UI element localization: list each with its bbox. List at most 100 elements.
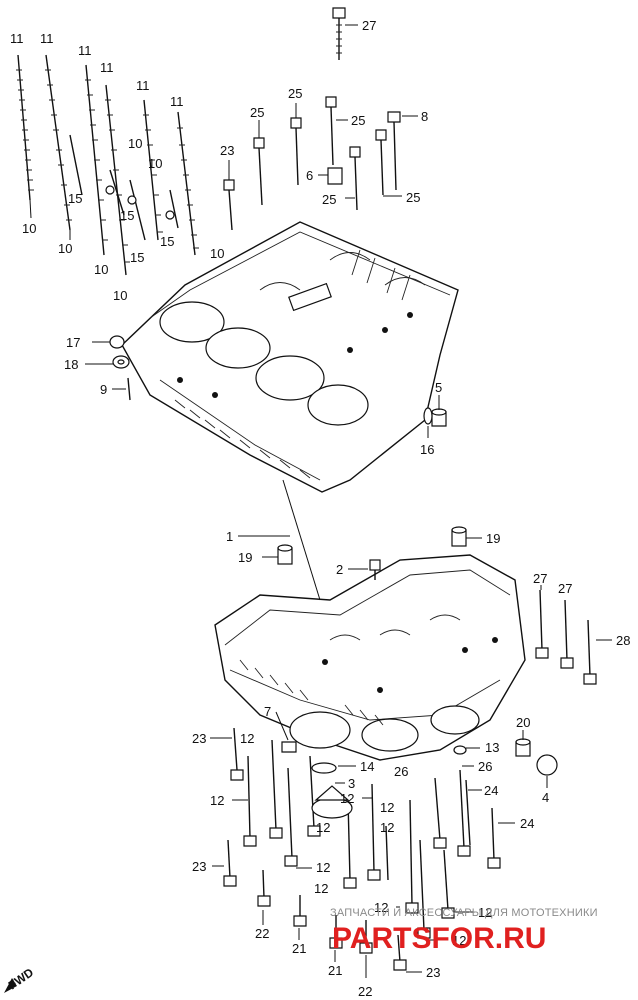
callout-25-b: 25: [351, 113, 365, 128]
callout-12-i: 12: [478, 905, 492, 920]
callout-15-a: 15: [68, 191, 82, 206]
callout-1: 1: [226, 529, 233, 544]
callout-5: 5: [435, 380, 442, 395]
callout-9: 9: [100, 382, 107, 397]
bolt-25-c: [345, 146, 361, 211]
bolt-26-b: [457, 765, 474, 857]
bolt-28: [583, 619, 612, 685]
callout-21-b: 21: [328, 963, 342, 978]
bolt-23-b: [212, 839, 237, 887]
bolt-22-b: [359, 920, 373, 978]
callout-12-a: 12: [240, 731, 254, 746]
bolt-8: [387, 111, 418, 191]
upper-crankcase: [121, 221, 459, 493]
bolt-22-a: [257, 869, 271, 925]
part-14-oring: [311, 762, 356, 774]
callout-27-a: 27: [533, 571, 547, 586]
stud-11-d: [105, 84, 130, 276]
callout-12-f: 12: [316, 860, 330, 875]
washer-6: [318, 167, 343, 185]
bolt-27-top: [332, 7, 358, 60]
callout-12-k: 12: [380, 820, 394, 835]
callout-25-a: 25: [288, 86, 302, 101]
stud-11-b: [45, 54, 72, 240]
part-17-cap: [92, 335, 125, 349]
callout-12-e: 12: [316, 820, 330, 835]
callout-2: 2: [336, 562, 343, 577]
dowel-19-right: [451, 526, 482, 547]
bolt-27-a: [535, 585, 549, 659]
stud-11-c: [85, 64, 108, 256]
callout-27-top: 27: [362, 18, 376, 33]
callout-26-a: 26: [394, 764, 408, 779]
bolt-27-b: [560, 599, 574, 669]
callout-10-b: 10: [58, 241, 72, 256]
part-5-collar: [431, 395, 447, 427]
bolt-26-a: [433, 777, 447, 849]
bolt-25-e: [253, 120, 265, 206]
part-4-cap: [536, 754, 558, 788]
callout-21-a: 21: [292, 941, 306, 956]
callout-11-b: 11: [40, 31, 54, 46]
bolt-24-a: [465, 779, 482, 846]
callout-13: 13: [485, 740, 499, 755]
callout-19-a: 19: [238, 550, 252, 565]
part-2-screw: [348, 559, 381, 580]
callout-17: 17: [66, 335, 80, 350]
bolt-12-g: [385, 825, 389, 881]
callout-25-e: 25: [406, 190, 420, 205]
part-7-bracket: [275, 711, 297, 753]
dowel-19-left: [262, 544, 293, 565]
callout-23-top: 23: [220, 143, 234, 158]
callout-10-d: 10: [113, 288, 127, 303]
callout-25-c: 25: [250, 105, 264, 120]
bolt-12-c: [284, 767, 312, 869]
callout-4: 4: [542, 790, 549, 805]
bolt-12-d: [307, 755, 321, 837]
callout-25-d: 25: [322, 192, 336, 207]
watermark-caption: ЗАПЧАСТИ И АКСЕССУАРЫ ДЛЯ МОТОТЕХНИКИ: [330, 907, 598, 919]
stud-11-a: [16, 54, 34, 219]
callout-23-b: 23: [192, 859, 206, 874]
bolt-12-b: [269, 739, 283, 839]
callout-22-a: 22: [255, 926, 269, 941]
callout-11-d: 11: [100, 60, 114, 75]
callout-14: 14: [360, 759, 374, 774]
callout-19-b: 19: [486, 531, 500, 546]
callout-18: 18: [64, 357, 78, 372]
callout-24-b: 24: [520, 816, 534, 831]
bolt-25-d: [375, 129, 402, 197]
callout-10-g: 10: [210, 246, 224, 261]
bolt-12-h: [396, 799, 419, 914]
callout-12-d: 12: [380, 800, 394, 815]
part-18-washer: [85, 355, 130, 369]
callout-28: 28: [616, 633, 630, 648]
part-9-pin: [112, 377, 131, 401]
callout-11-c: 11: [78, 43, 92, 58]
part-16-oring: [423, 407, 433, 438]
stud-11-f: [177, 111, 199, 256]
callout-10-e: 10: [128, 136, 142, 151]
part-13-washer: [453, 745, 480, 755]
bolt-21-a: [293, 895, 307, 940]
bolt-23-top: [223, 160, 235, 231]
callout-7: 7: [264, 704, 271, 719]
bolt-12-j: [441, 849, 475, 919]
leader-1: [282, 479, 321, 601]
callout-23-c: 23: [426, 965, 440, 980]
lower-crankcase: [214, 554, 526, 761]
callout-12-g: 12: [314, 881, 328, 896]
callout-12-b: 12: [210, 793, 224, 808]
bolt-12-i: [417, 839, 448, 941]
part-3-strainer: [311, 782, 353, 819]
bolt-12-a: [232, 755, 257, 847]
callout-23-a: 23: [192, 731, 206, 746]
callout-16: 16: [420, 442, 434, 457]
bolt-23-c: [393, 934, 422, 973]
callout-10-f: 10: [148, 156, 162, 171]
stud-15-left-cluster: [69, 134, 179, 241]
callout-labels: 27 11 11 11 11 11 11 10 10 10 10 10 10 1…: [10, 18, 630, 999]
callout-12-h: 12: [374, 900, 388, 915]
callout-24-a: 24: [484, 783, 498, 798]
